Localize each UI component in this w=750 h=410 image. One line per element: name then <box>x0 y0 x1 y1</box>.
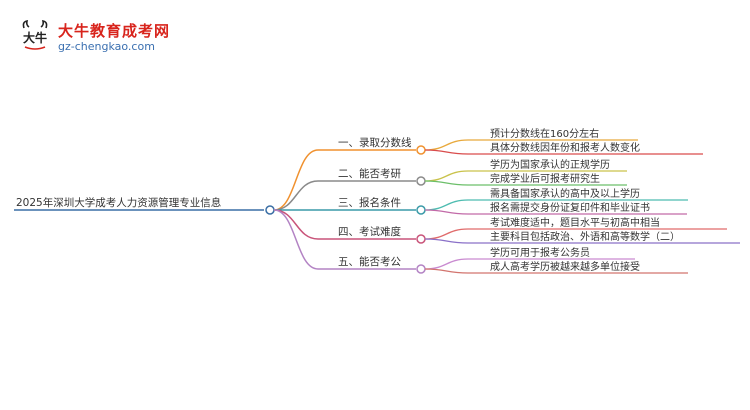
bull-logo-icon: 大牛 <box>22 19 48 50</box>
branch-label: 五、能否考公 <box>338 255 401 268</box>
leaf-label: 成人高考学历被越来越多单位接受 <box>490 260 640 273</box>
branch-label: 三、报名条件 <box>338 196 401 209</box>
branch-label: 二、能否考研 <box>338 167 401 180</box>
branch-to-leaf-connector <box>424 228 469 240</box>
root-to-branch-connector <box>273 149 319 211</box>
branch-node-dot[interactable] <box>416 145 426 155</box>
branch-node-dot[interactable] <box>416 264 426 274</box>
leaf-label: 学历可用于报考公务员 <box>490 246 590 259</box>
root-to-branch-connector <box>273 209 319 270</box>
logo-mark-text: 大牛 <box>23 30 47 45</box>
leaf-label: 学历为国家承认的正规学历 <box>490 158 610 171</box>
branch-to-leaf-connector <box>424 149 469 155</box>
branch-to-leaf-connector <box>424 180 469 186</box>
branch-to-leaf-connector <box>424 170 469 182</box>
leaf-label: 需具备国家承认的高中及以上学历 <box>490 187 640 200</box>
leaf-label: 主要科目包括政治、外语和高等数学（二） <box>490 230 680 243</box>
branch-to-leaf-connector <box>424 199 469 211</box>
leaf-label: 考试难度适中，题目水平与初高中相当 <box>490 216 660 229</box>
logo-title: 大牛教育成考网 <box>58 22 171 40</box>
branch-node-dot[interactable] <box>416 234 426 244</box>
root-node-dot[interactable] <box>265 205 275 215</box>
branch-node-dot[interactable] <box>416 176 426 186</box>
branch-to-leaf-connector <box>424 209 469 215</box>
branch-to-leaf-connector <box>424 238 469 244</box>
branch-to-leaf-connector <box>424 268 469 274</box>
branch-node-dot[interactable] <box>416 205 426 215</box>
branch-to-leaf-connector <box>424 139 469 151</box>
leaf-label: 完成学业后可报考研究生 <box>490 172 600 185</box>
root-label: 2025年深圳大学成考人力资源管理专业信息 <box>16 196 221 209</box>
leaf-label: 具体分数线因年份和报考人数变化 <box>490 141 640 154</box>
leaf-label: 预计分数线在160分左右 <box>490 127 599 140</box>
leaf-label: 报名需提交身份证复印件和毕业证书 <box>490 201 650 214</box>
branch-label: 四、考试难度 <box>338 225 401 238</box>
branch-to-leaf-connector <box>424 258 469 270</box>
logo-url: gz-chengkao.com <box>58 40 155 53</box>
branch-label: 一、录取分数线 <box>338 136 412 149</box>
site-logo[interactable]: 大牛 大牛教育成考网 gz-chengkao.com <box>18 18 169 58</box>
root-to-branch-connector <box>273 209 319 240</box>
root-to-branch-connector <box>273 180 319 211</box>
